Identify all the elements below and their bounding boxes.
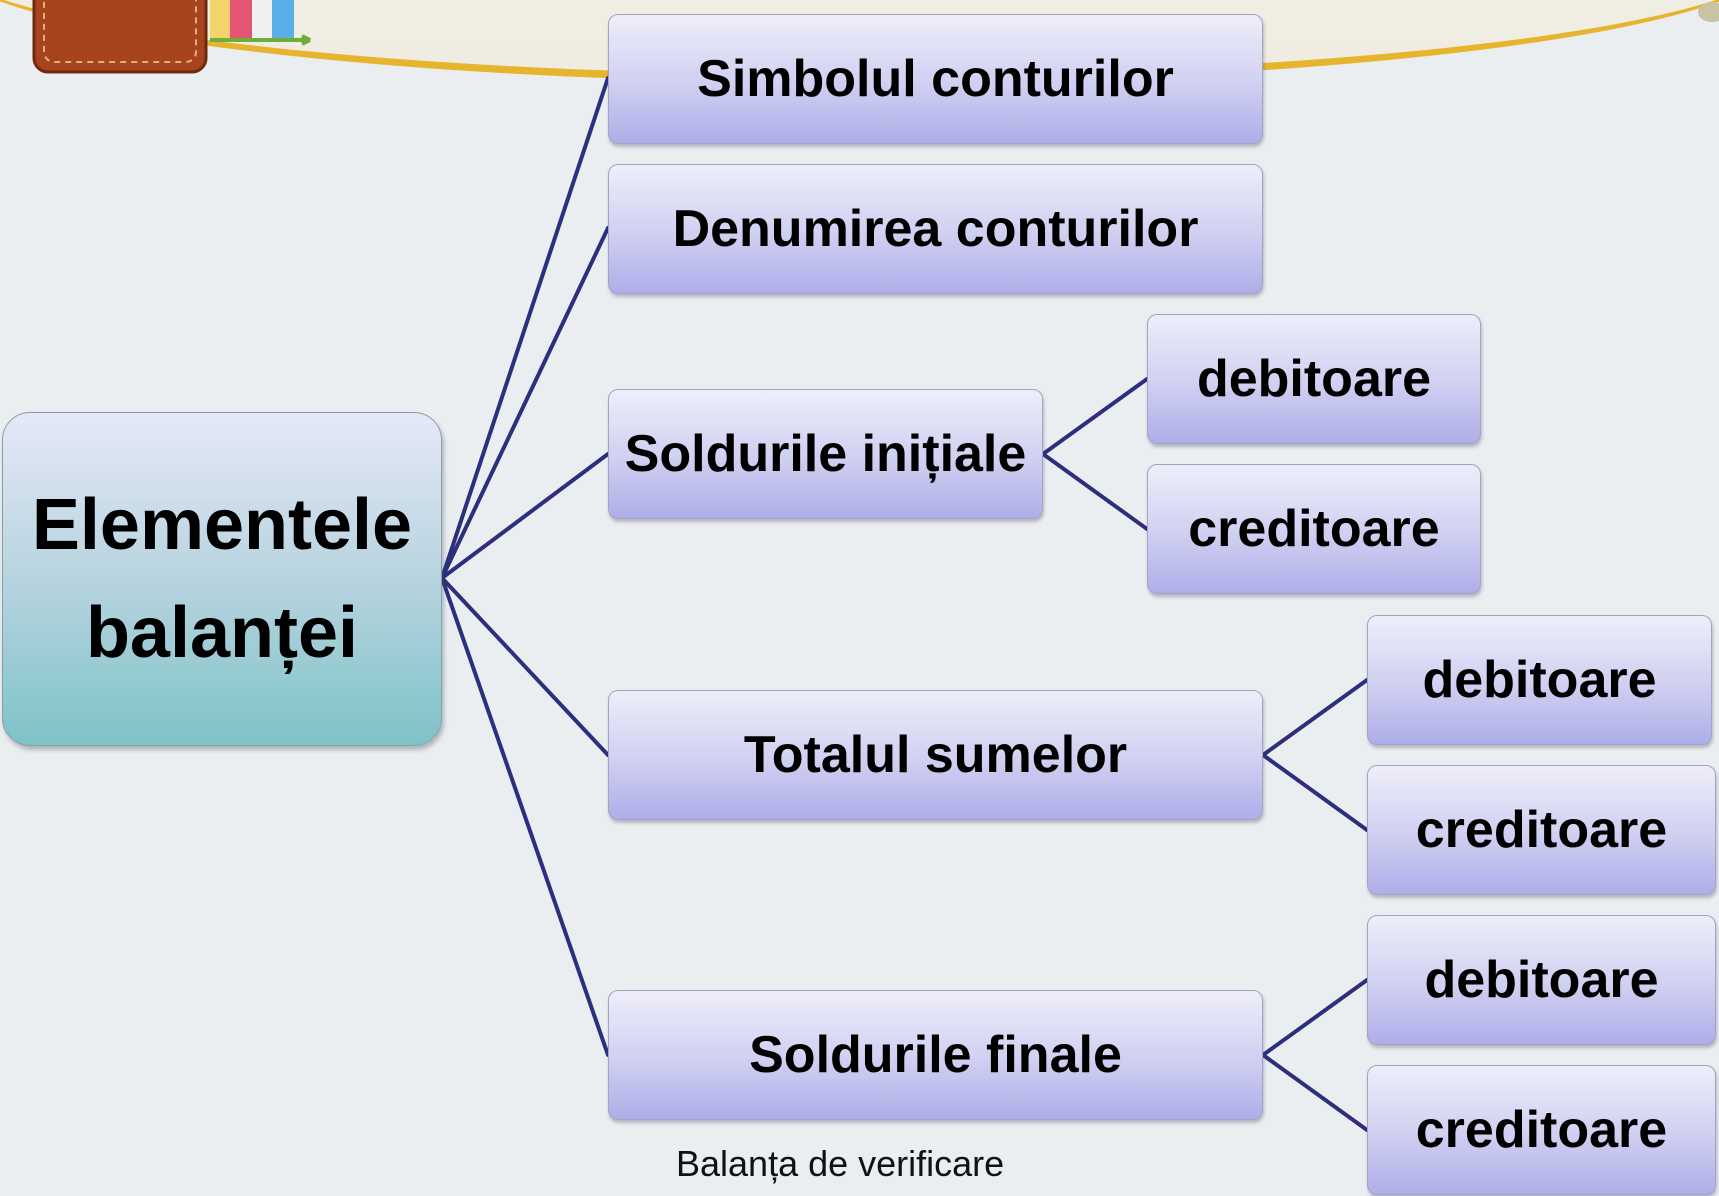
node-soldurile-finale: Soldurile finale: [608, 990, 1263, 1120]
node-initiale-debitoare: debitoare: [1147, 314, 1481, 444]
connector-line: [1041, 377, 1149, 456]
connector-line: [440, 452, 610, 580]
connector-line: [440, 226, 610, 580]
connector-line: [1261, 978, 1369, 1057]
node-totalul-sumelor: Totalul sumelor: [608, 690, 1263, 820]
slide-footer: Balanța de verificare: [676, 1143, 1005, 1184]
node-totalul-creditoare: creditoare: [1367, 765, 1716, 895]
connector-line: [1261, 753, 1369, 832]
node-finale-creditoare: creditoare: [1367, 1065, 1716, 1195]
node-simbolul-conturilor: Simbolul conturilor: [608, 14, 1263, 144]
node-totalul-debitoare: debitoare: [1367, 615, 1712, 745]
root-node: Elementele balanței: [2, 412, 442, 746]
node-soldurile-initiale: Soldurile inițiale: [608, 389, 1043, 519]
node-finale-debitoare: debitoare: [1367, 915, 1716, 1045]
connector-line: [440, 576, 610, 1057]
lamp-icon: [1698, 2, 1719, 22]
books-icon: [210, 0, 311, 46]
connector-line: [440, 576, 610, 757]
connector-line: [1261, 678, 1369, 757]
connector-line: [1041, 452, 1149, 531]
node-initiale-creditoare: creditoare: [1147, 464, 1481, 594]
node-denumirea-conturilor: Denumirea conturilor: [608, 164, 1263, 294]
briefcase-icon: [32, 0, 208, 74]
connector-line: [440, 76, 610, 580]
connector-line: [1261, 1053, 1369, 1132]
